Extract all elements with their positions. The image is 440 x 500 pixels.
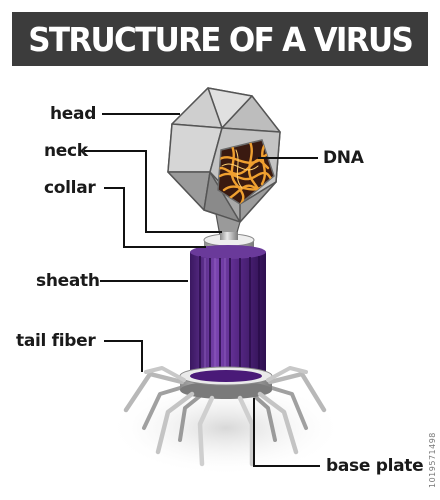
sheath	[190, 245, 266, 377]
label-tail-fiber: tail fiber	[16, 331, 96, 351]
stock-id: 1019571498	[428, 432, 437, 488]
collar-leader	[104, 187, 206, 248]
page-title: STRUCTURE OF A VIRUS	[28, 19, 414, 59]
label-sheath: sheath	[36, 271, 100, 291]
neck-leader	[84, 150, 222, 233]
tail-fibers-front	[123, 366, 327, 467]
label-base-plate: base plate	[326, 456, 424, 476]
base-plate-leader	[253, 398, 320, 467]
leader-lines	[84, 113, 320, 467]
label-head: head	[50, 104, 97, 124]
ground-shadow	[108, 380, 344, 476]
label-neck: neck	[44, 141, 88, 161]
title-banner: STRUCTURE OF A VIRUS	[12, 12, 428, 66]
label-dna: DNA	[323, 148, 364, 168]
dna-cutaway	[217, 139, 275, 205]
base-plate	[179, 366, 273, 399]
label-collar: collar	[44, 178, 96, 198]
tail-fiber-leader	[104, 340, 143, 372]
